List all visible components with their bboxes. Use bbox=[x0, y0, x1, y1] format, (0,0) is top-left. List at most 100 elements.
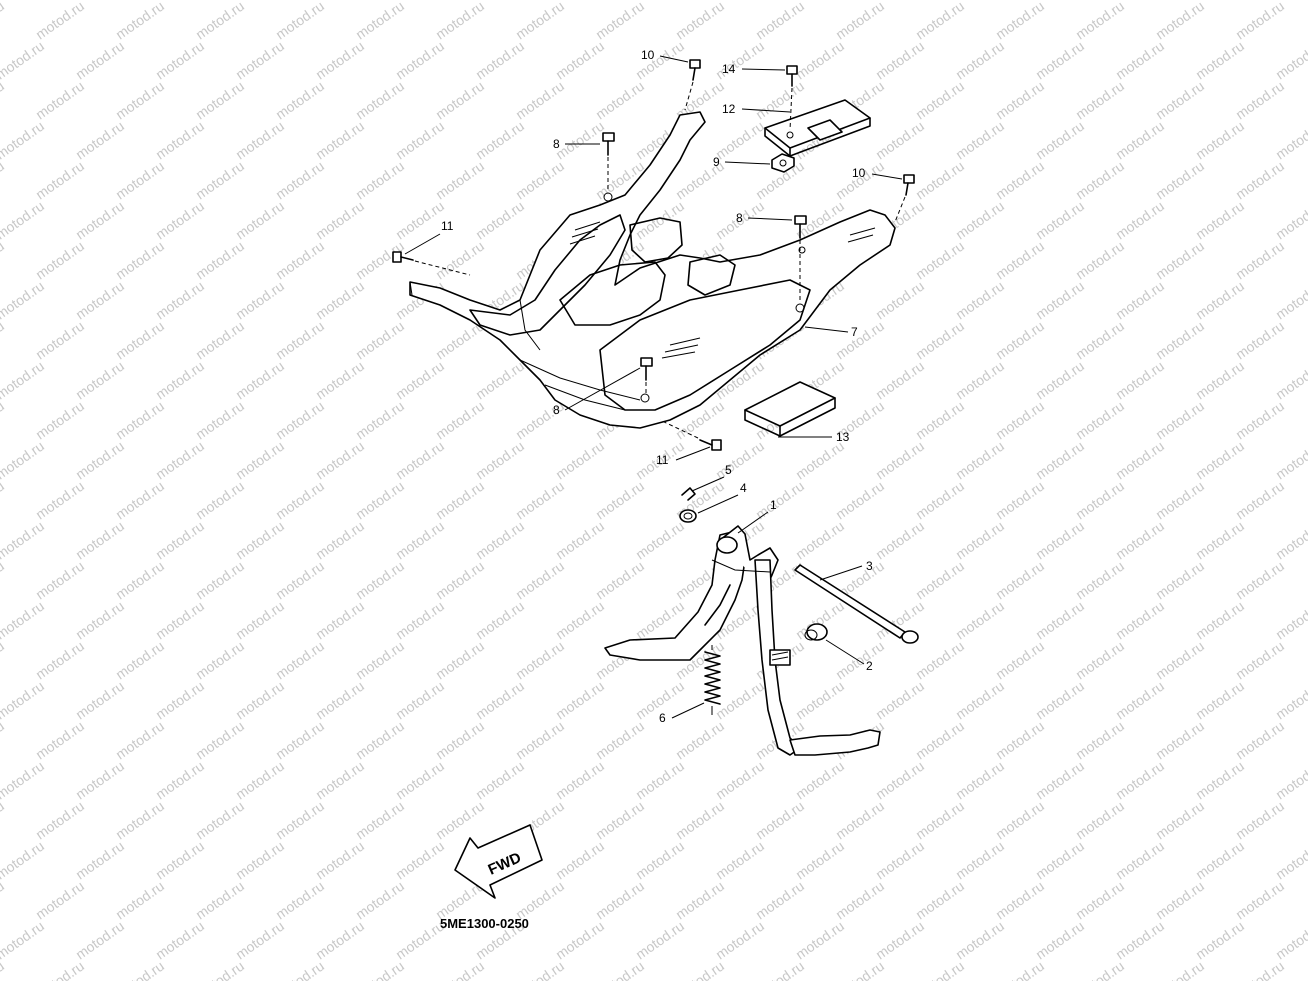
watermark-text: motod.ru bbox=[313, 598, 367, 643]
watermark-text: motod.ru bbox=[393, 518, 447, 563]
watermark-text: motod.ru bbox=[353, 638, 407, 683]
watermark-text: motod.ru bbox=[0, 158, 7, 203]
watermark-text: motod.ru bbox=[553, 598, 607, 643]
watermark-text: motod.ru bbox=[0, 78, 7, 123]
watermark-text: motod.ru bbox=[393, 918, 447, 963]
callout-13: 13 bbox=[836, 430, 850, 444]
watermark-text: motod.ru bbox=[1273, 678, 1308, 723]
watermark-text: motod.ru bbox=[193, 558, 247, 603]
watermark-text: motod.ru bbox=[0, 318, 7, 363]
watermark-text: motod.ru bbox=[113, 478, 167, 523]
watermark-text: motod.ru bbox=[1153, 718, 1207, 763]
watermark-text: motod.ru bbox=[1113, 358, 1167, 403]
watermark-text: motod.ru bbox=[1193, 198, 1247, 243]
watermark-text: motod.ru bbox=[0, 38, 47, 83]
watermark-text: motod.ru bbox=[273, 158, 327, 203]
watermark-text: motod.ru bbox=[353, 958, 407, 981]
watermark-text: motod.ru bbox=[0, 478, 7, 523]
watermark-text: motod.ru bbox=[73, 358, 127, 403]
watermark-text: motod.ru bbox=[713, 678, 767, 723]
watermark-text: motod.ru bbox=[873, 758, 927, 803]
watermark-text: motod.ru bbox=[513, 478, 567, 523]
watermark-text: motod.ru bbox=[313, 438, 367, 483]
watermark-text: motod.ru bbox=[1033, 198, 1087, 243]
watermark-text: motod.ru bbox=[1073, 638, 1127, 683]
watermark-text: motod.ru bbox=[73, 118, 127, 163]
watermark-text: motod.ru bbox=[1073, 238, 1127, 283]
watermark-text: motod.ru bbox=[153, 678, 207, 723]
watermark-text: motod.ru bbox=[1113, 838, 1167, 883]
callout-14: 14 bbox=[722, 62, 736, 76]
watermark-text: motod.ru bbox=[433, 0, 487, 42]
watermark-text: motod.ru bbox=[473, 438, 527, 483]
watermark-text: motod.ru bbox=[353, 798, 407, 843]
watermark-text: motod.ru bbox=[353, 878, 407, 923]
watermark-text: motod.ru bbox=[73, 438, 127, 483]
watermark-text: motod.ru bbox=[1193, 358, 1247, 403]
watermark-text: motod.ru bbox=[313, 678, 367, 723]
watermark-text: motod.ru bbox=[33, 158, 87, 203]
watermark-text: motod.ru bbox=[953, 278, 1007, 323]
watermark-text: motod.ru bbox=[873, 678, 927, 723]
watermark-text: motod.ru bbox=[633, 838, 687, 883]
watermark-text: motod.ru bbox=[1193, 918, 1247, 963]
watermark-text: motod.ru bbox=[1273, 118, 1308, 163]
watermark-text: motod.ru bbox=[193, 878, 247, 923]
watermark-text: motod.ru bbox=[913, 158, 967, 203]
watermark-text: motod.ru bbox=[473, 518, 527, 563]
watermark-text: motod.ru bbox=[993, 798, 1047, 843]
watermark-text: motod.ru bbox=[233, 438, 287, 483]
watermark-text: motod.ru bbox=[1153, 958, 1207, 981]
watermark-text: motod.ru bbox=[113, 238, 167, 283]
watermark-text: motod.ru bbox=[593, 958, 647, 981]
watermark-text: motod.ru bbox=[73, 198, 127, 243]
watermark-text: motod.ru bbox=[233, 598, 287, 643]
watermark-text: motod.ru bbox=[873, 358, 927, 403]
watermark-text: motod.ru bbox=[433, 238, 487, 283]
watermark-text: motod.ru bbox=[1073, 0, 1127, 42]
watermark-text: motod.ru bbox=[753, 958, 807, 981]
watermark-text: motod.ru bbox=[33, 878, 87, 923]
watermark-text: motod.ru bbox=[393, 838, 447, 883]
watermark-text: motod.ru bbox=[753, 0, 807, 42]
watermark-text: motod.ru bbox=[1193, 838, 1247, 883]
watermark-text: motod.ru bbox=[433, 718, 487, 763]
callout-7: 7 bbox=[851, 325, 858, 339]
watermark-text: motod.ru bbox=[913, 798, 967, 843]
watermark-text: motod.ru bbox=[553, 678, 607, 723]
watermark-text: motod.ru bbox=[1113, 518, 1167, 563]
watermark-text: motod.ru bbox=[1233, 798, 1287, 843]
watermark-text: motod.ru bbox=[993, 638, 1047, 683]
watermark-text: motod.ru bbox=[1073, 158, 1127, 203]
watermark-text: motod.ru bbox=[353, 718, 407, 763]
watermark-text: motod.ru bbox=[433, 558, 487, 603]
watermark-text: motod.ru bbox=[273, 478, 327, 523]
watermark-text: motod.ru bbox=[713, 918, 767, 963]
nut-drawing bbox=[771, 153, 795, 173]
watermark-text: motod.ru bbox=[993, 958, 1047, 981]
watermark-text: motod.ru bbox=[1233, 318, 1287, 363]
watermark-text: motod.ru bbox=[1073, 478, 1127, 523]
watermark-text: motod.ru bbox=[393, 438, 447, 483]
watermark-text: motod.ru bbox=[873, 918, 927, 963]
watermark-text: motod.ru bbox=[993, 0, 1047, 42]
main-stand-drawing bbox=[604, 487, 919, 756]
watermark-text: motod.ru bbox=[273, 78, 327, 123]
watermark-text: motod.ru bbox=[1113, 38, 1167, 83]
watermark-text: motod.ru bbox=[473, 118, 527, 163]
watermark-text: motod.ru bbox=[1193, 278, 1247, 323]
watermark-text: motod.ru bbox=[113, 0, 167, 42]
watermark-text: motod.ru bbox=[273, 958, 327, 981]
watermark-text: motod.ru bbox=[793, 918, 847, 963]
watermark-text: motod.ru bbox=[1153, 558, 1207, 603]
watermark-text: motod.ru bbox=[313, 278, 367, 323]
watermark-text: motod.ru bbox=[913, 398, 967, 443]
watermark-text: motod.ru bbox=[273, 638, 327, 683]
watermark-text: motod.ru bbox=[1273, 918, 1308, 963]
watermark-text: motod.ru bbox=[113, 158, 167, 203]
watermark-text: motod.ru bbox=[513, 78, 567, 123]
watermark-text: motod.ru bbox=[1273, 758, 1308, 803]
watermark-text: motod.ru bbox=[33, 0, 87, 42]
watermark-text: motod.ru bbox=[1153, 478, 1207, 523]
